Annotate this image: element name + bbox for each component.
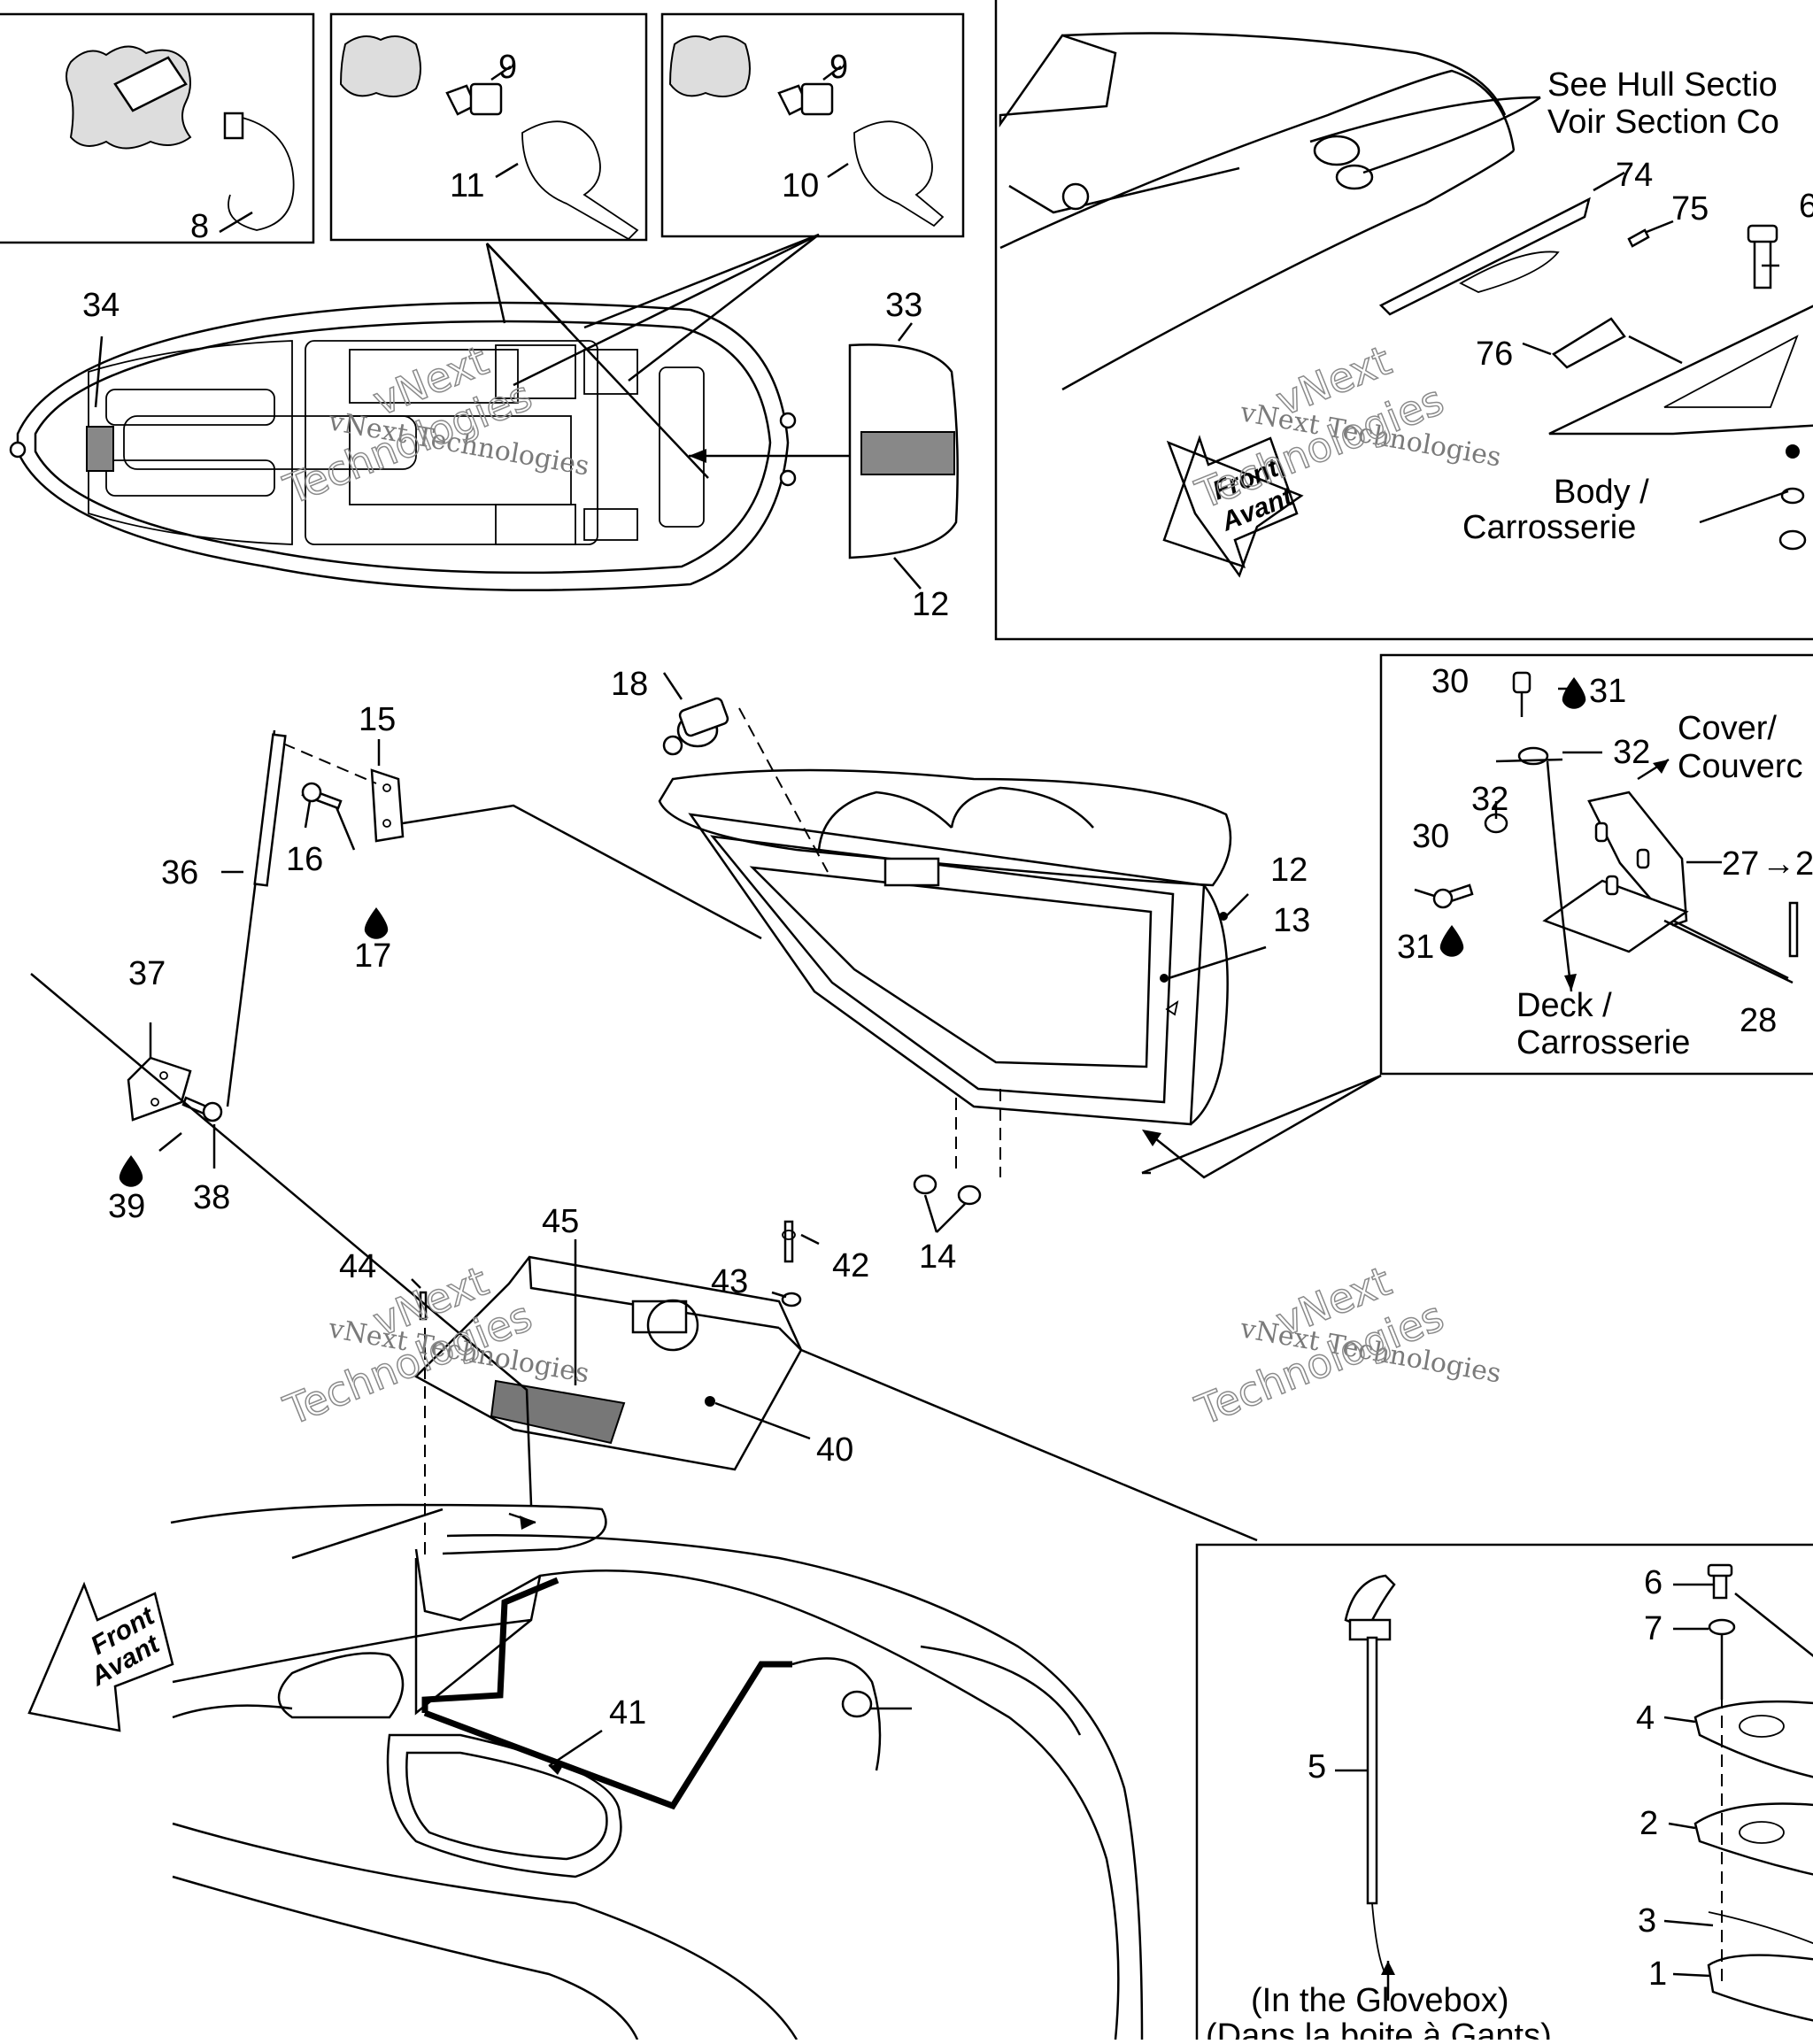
callout-31-left: 31 — [1397, 929, 1434, 966]
callout-2: 2 — [1639, 1805, 1658, 1842]
callout-labels: 8 9 11 9 10 34 33 12 74 75 6 76 18 15 16… — [82, 49, 1813, 1993]
callout-4: 4 — [1636, 1700, 1655, 1737]
callout-16: 16 — [286, 841, 323, 878]
callout-34: 34 — [82, 287, 120, 324]
callout-8: 8 — [190, 208, 209, 245]
text-notes: See Hull Sectio Voir Section Co Body / C… — [1206, 66, 1803, 2044]
bracket-15 — [282, 739, 762, 940]
arrow-27-label: →2 — [1762, 845, 1813, 883]
oil-drop-icon-17 — [364, 907, 389, 939]
callout-18: 18 — [611, 666, 648, 703]
callout-6-top: 6 — [1799, 188, 1813, 225]
callout-39: 39 — [108, 1188, 145, 1225]
callout-28: 28 — [1740, 1002, 1777, 1039]
note-hull-line1: See Hull Sectio — [1547, 66, 1778, 104]
callout-7: 7 — [1644, 1610, 1663, 1647]
oil-drop-icon-31-top — [1562, 677, 1586, 709]
note-cover-line1: Cover/ — [1678, 710, 1777, 747]
callout-41: 41 — [609, 1694, 646, 1732]
callout-10: 10 — [782, 167, 819, 204]
callout-38: 38 — [193, 1179, 230, 1216]
grommets-14 — [913, 1174, 982, 1233]
callout-37: 37 — [128, 955, 166, 992]
callout-76: 76 — [1476, 336, 1513, 373]
deck-lower-view — [30, 973, 1258, 2040]
callout-3: 3 — [1638, 1902, 1656, 1940]
callout-30-top: 30 — [1431, 663, 1469, 700]
callout-27: 27 — [1722, 845, 1759, 883]
note-glovebox-line2: (Dans la boite à Gants) — [1206, 2017, 1552, 2040]
oil-drop-icon-31-left — [1439, 925, 1464, 957]
callout-44: 44 — [339, 1248, 376, 1285]
callout-6-bottom: 6 — [1644, 1564, 1663, 1601]
inset-box-screw-9-tie-10 — [660, 12, 965, 238]
inset-box-tie-wrap-8 — [0, 12, 315, 244]
callout-14: 14 — [919, 1238, 956, 1276]
note-deck-line1: Deck / — [1516, 987, 1612, 1024]
watermark-upper-left: vNext vNext Technologies Technologies — [276, 336, 591, 514]
callout-12-top: 12 — [912, 586, 949, 623]
callout-5: 5 — [1308, 1748, 1326, 1786]
callout-32-right: 32 — [1613, 734, 1650, 771]
side-panel-33 — [848, 322, 959, 590]
latch-18 — [662, 672, 829, 873]
note-body-line1: Body / — [1554, 474, 1649, 511]
callout-11: 11 — [450, 167, 484, 204]
note-cover-line2: Couverc — [1678, 748, 1803, 785]
gas-spring-36 — [221, 729, 287, 1107]
seat-backrest-assembly — [658, 768, 1382, 1179]
note-body-line2: Carrosserie — [1462, 509, 1636, 546]
callout-1: 1 — [1648, 1955, 1667, 1993]
callout-17: 17 — [354, 937, 391, 975]
callout-9-right: 9 — [829, 49, 848, 86]
callout-leaders — [1335, 687, 1714, 1978]
bracket-37 — [127, 1022, 223, 1169]
callout-33: 33 — [885, 287, 922, 324]
watermark-lower-right: vNext vNext Technologies Technologies — [1188, 1256, 1503, 1435]
callout-40: 40 — [816, 1431, 853, 1469]
front-arrow-lower: Front Avant — [27, 1581, 174, 1732]
callout-36: 36 — [161, 854, 198, 891]
inset-box-hinge — [1379, 653, 1813, 1076]
callout-12-middle: 12 — [1270, 852, 1308, 889]
callout-9-left: 9 — [498, 49, 517, 86]
callout-13: 13 — [1273, 902, 1310, 939]
inset-box-screw-9-tie-11 — [329, 12, 648, 242]
note-glovebox-line1: (In the Glovebox) — [1251, 1982, 1508, 2019]
callout-75: 75 — [1671, 190, 1709, 228]
callout-42: 42 — [832, 1247, 869, 1284]
watermark-upper-right: vNext vNext Technologies Technologies — [1188, 336, 1503, 519]
callout-30-left: 30 — [1412, 818, 1449, 855]
boat-top-view — [9, 301, 850, 591]
callout-43: 43 — [711, 1263, 748, 1300]
note-deck-line2: Carrosserie — [1516, 1024, 1690, 1061]
callout-31-top: 31 — [1589, 673, 1626, 710]
note-hull-line2: Voir Section Co — [1547, 104, 1779, 141]
glovebox-tray-40 — [411, 1220, 820, 1558]
callout-74: 74 — [1616, 157, 1653, 194]
inset-box-hull-section — [994, 0, 1813, 641]
oil-drop-icon-39 — [119, 1155, 143, 1187]
callout-32-left: 32 — [1471, 781, 1508, 818]
callout-45: 45 — [542, 1203, 579, 1240]
inset-box-glovebox-latch — [1195, 1543, 1813, 2044]
callout-15: 15 — [359, 701, 396, 738]
